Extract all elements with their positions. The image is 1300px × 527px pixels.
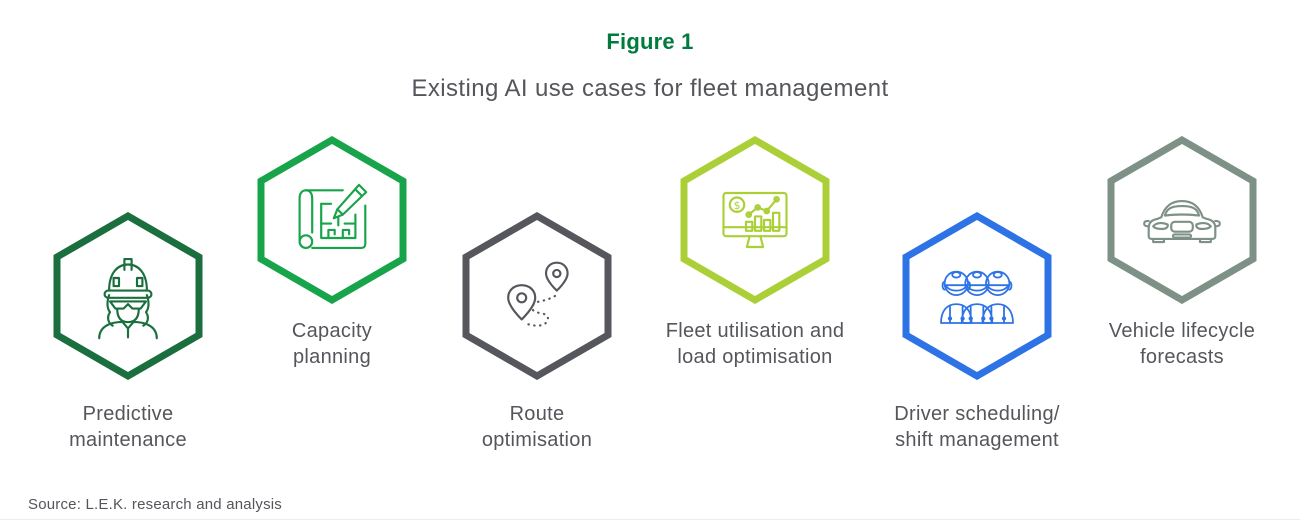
route-pins-icon xyxy=(507,261,569,327)
drivers-icon xyxy=(940,270,1014,324)
use-case-driver-scheduling xyxy=(902,212,1052,380)
use-case-capacity-planning xyxy=(257,136,407,304)
use-case-fleet-utilisation: $ xyxy=(680,136,830,304)
figure-title: Existing AI use cases for fleet manageme… xyxy=(411,75,889,102)
hexagon-outline xyxy=(462,212,612,380)
use-case-predictive-maintenance xyxy=(53,212,203,380)
label-fleet-utilisation: Fleet utilisation and load optimisation xyxy=(665,320,845,368)
hexagon-outline xyxy=(680,136,830,304)
source-note: Source: L.E.K. research and analysis xyxy=(28,496,282,513)
hexagon-outline xyxy=(902,212,1052,380)
label-driver-scheduling: Driver scheduling/ shift management xyxy=(894,403,1060,451)
monitor-chart-icon: $ xyxy=(722,191,788,249)
hexagon-outline xyxy=(1107,136,1257,304)
blueprint-icon xyxy=(298,183,368,249)
figure-number: Figure 1 xyxy=(606,29,694,54)
worker-icon xyxy=(98,258,158,340)
use-case-vehicle-lifecycle xyxy=(1107,136,1257,304)
label-predictive-maintenance: Predictive maintenance xyxy=(69,403,187,451)
label-vehicle-lifecycle: Vehicle lifecycle forecasts xyxy=(1108,320,1256,368)
hexagon-outline xyxy=(257,136,407,304)
svg-text:$: $ xyxy=(734,199,741,212)
car-icon xyxy=(1143,200,1221,244)
label-capacity-planning: Capacity planning xyxy=(291,320,373,368)
use-case-route-optimisation xyxy=(462,212,612,380)
bottom-divider xyxy=(0,519,1300,520)
label-route-optimisation: Route optimisation xyxy=(481,403,593,451)
hexagon-outline xyxy=(53,212,203,380)
